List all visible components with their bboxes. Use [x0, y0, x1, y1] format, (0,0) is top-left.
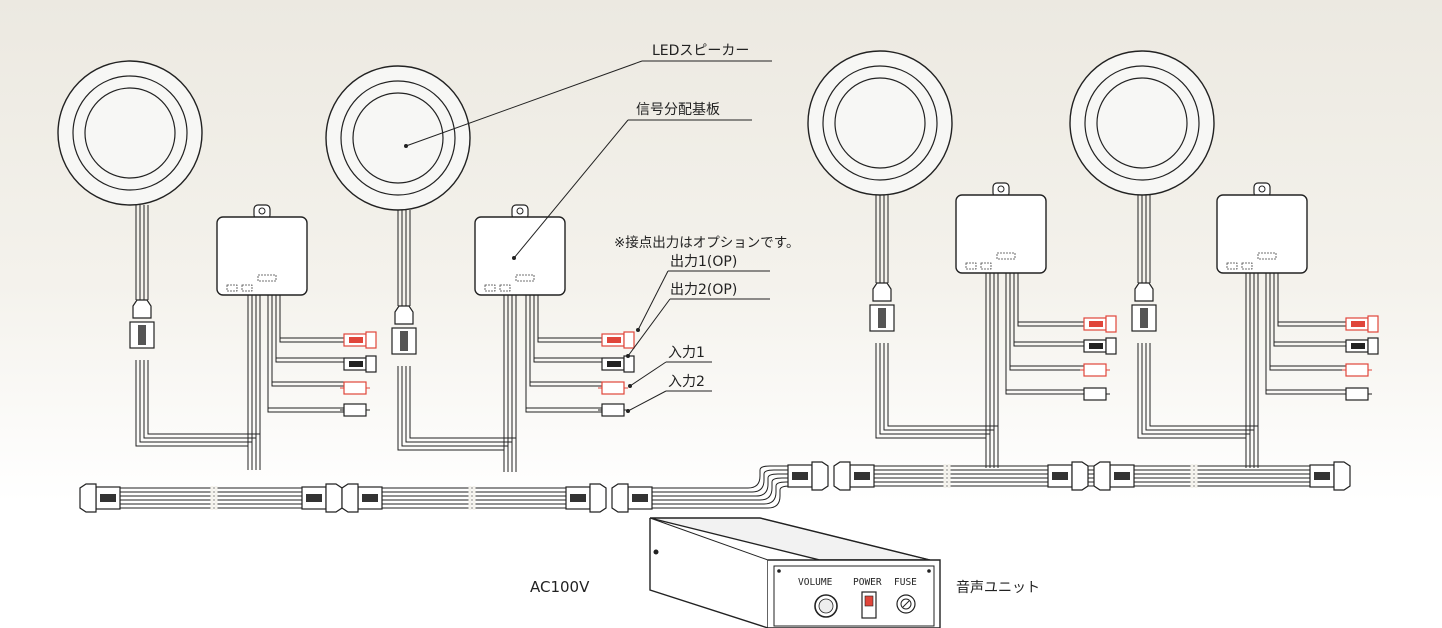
- label-output2: 出力2(OP): [670, 282, 737, 298]
- led-speaker-1: [57, 60, 203, 206]
- signal-board-4: [1216, 182, 1308, 274]
- trunk-connector-1: [79, 483, 121, 513]
- output-connector-2-1: [601, 331, 635, 349]
- output-connector-4-1: [1345, 315, 1379, 333]
- output-connector-3-2: [1083, 337, 1117, 355]
- signal-board-1: [216, 204, 308, 296]
- speaker-cable-2: [397, 210, 517, 472]
- input-connector-1-2: [339, 403, 371, 417]
- input-connector-2-2: [597, 403, 629, 417]
- output-connector-3-1: [1083, 315, 1117, 333]
- input-connector-2-1: [597, 381, 629, 395]
- callout-leaders: [405, 60, 772, 412]
- signal-board-3: [955, 182, 1047, 274]
- trunk-connector-2: [301, 483, 343, 513]
- input-connector-3-2: [1079, 387, 1111, 401]
- trunk-connector-6: [787, 461, 829, 491]
- trunk-connector-8: [1047, 461, 1089, 491]
- input-connector-4-1: [1341, 363, 1373, 377]
- trunk-connector-3: [341, 483, 383, 513]
- label-signal-board: 信号分配基板: [636, 101, 720, 118]
- speaker-connector-4: [1131, 282, 1157, 332]
- output-connector-1-1: [343, 331, 377, 349]
- trunk-connector-7: [833, 461, 875, 491]
- led-speaker-3: [807, 50, 953, 196]
- speaker-cable-3: [875, 195, 999, 468]
- board-wiring-2: [503, 295, 602, 450]
- label-output1: 出力1(OP): [670, 254, 737, 270]
- output-connector-1-2: [343, 355, 377, 373]
- speaker-cable-1: [135, 205, 261, 470]
- label-ac100v: AC100V: [530, 578, 590, 596]
- label-led-speaker: LEDスピーカー: [652, 43, 749, 59]
- output-connector-2-2: [601, 355, 635, 373]
- trunk-cable-to-unit: [652, 465, 800, 509]
- board-wiring-3: [985, 273, 1084, 438]
- label-audio-unit: 音声ユニット: [956, 579, 1040, 596]
- cable-break-marks: [210, 464, 1198, 510]
- label-fuse: FUSE: [894, 577, 917, 588]
- trunk-connector-4: [565, 483, 607, 513]
- trunk-connector-9: [1093, 461, 1135, 491]
- label-power: POWER: [853, 577, 882, 588]
- speaker-cable-4: [1137, 195, 1259, 468]
- input-connector-4-2: [1341, 387, 1373, 401]
- board-wiring-1: [247, 295, 344, 446]
- input-connector-1-1: [339, 381, 371, 395]
- speaker-connector-3: [869, 282, 895, 332]
- trunk-connector-5: [611, 483, 653, 513]
- led-speaker-4: [1069, 50, 1215, 196]
- speaker-connector-2: [391, 305, 417, 355]
- label-volume: VOLUME: [798, 577, 833, 588]
- label-input1: 入力1: [668, 345, 705, 361]
- label-input2: 入力2: [668, 374, 705, 390]
- led-speaker-2: [325, 65, 471, 211]
- audio-unit: [649, 517, 941, 628]
- speaker-connector-1: [129, 299, 155, 349]
- input-connector-3-1: [1079, 363, 1111, 377]
- trunk-cable-right: [870, 465, 1316, 487]
- output-connector-4-2: [1345, 337, 1379, 355]
- board-wiring-4: [1245, 273, 1346, 438]
- label-option-note: ※接点出力はオプションです。: [614, 234, 799, 251]
- trunk-connector-10: [1309, 461, 1351, 491]
